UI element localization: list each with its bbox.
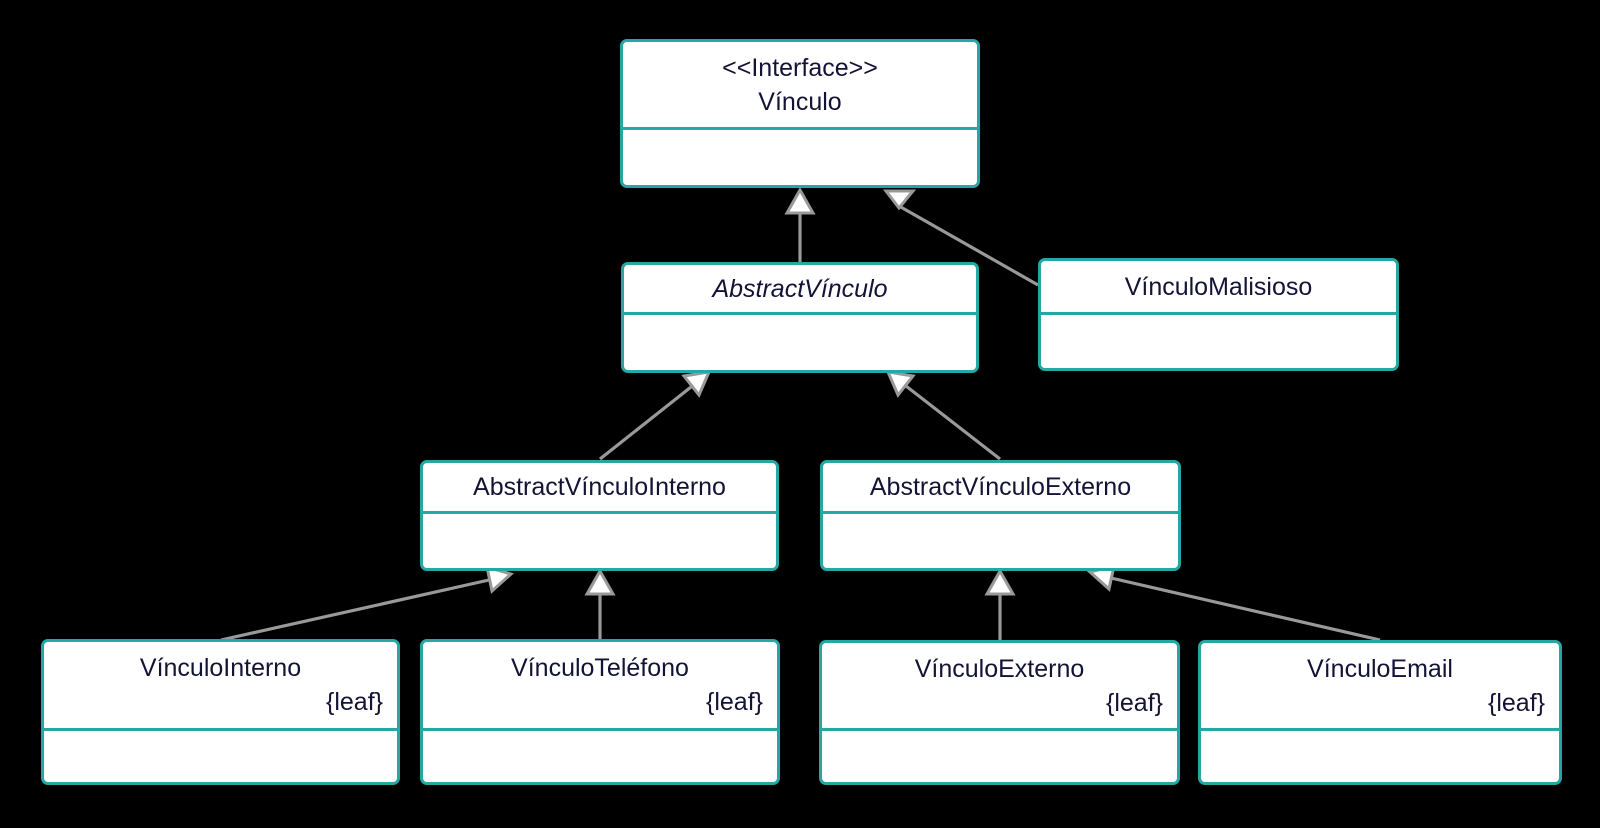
class-members-abstractvinculo [624, 315, 976, 370]
class-box-vinculointerno: VínculoInterno {leaf} [41, 639, 400, 785]
inheritance-arrowhead-abstractvinculo-right [885, 370, 916, 398]
class-box-vinculotelefono: VínculoTeléfono {leaf} [420, 639, 780, 785]
inheritance-arrowhead-vinculo-left [784, 186, 816, 215]
class-title-vinculomalisioso: VínculoMalisioso [1041, 261, 1396, 315]
class-title-abstractvinculointerno: AbstractVínculoInterno [423, 463, 776, 514]
leaf-constraint-label: {leaf} [1105, 688, 1163, 717]
class-name: VínculoExterno [914, 654, 1085, 683]
class-members-vinculoemail [1201, 731, 1559, 782]
class-title-vinculoexterno: VínculoExterno {leaf} [822, 643, 1177, 731]
class-name: VínculoEmail [1307, 654, 1453, 683]
class-members-vinculo [623, 130, 977, 185]
class-title-abstractvinculo: AbstractVínculo [624, 265, 976, 315]
edge-abstractvinculointerno-to-abstractvinculo [599, 385, 692, 461]
class-title-vinculotelefono: VínculoTeléfono {leaf} [423, 642, 777, 731]
class-title-abstractvinculoexterno: AbstractVínculoExterno [823, 463, 1178, 514]
class-title-vinculoemail: VínculoEmail {leaf} [1201, 643, 1559, 731]
class-name: AbstractVínculo [712, 274, 888, 303]
class-box-vinculoexterno: VínculoExterno {leaf} [819, 640, 1180, 785]
class-members-abstractvinculoexterno [823, 514, 1178, 568]
class-box-vinculo: <<Interface>> Vínculo [620, 39, 980, 188]
inheritance-arrowhead-vinculo-right [882, 189, 917, 211]
class-box-vinculomalisioso: VínculoMalisioso [1038, 258, 1399, 371]
inheritance-arrowhead-abstractvinculoexterno-mid [984, 567, 1016, 596]
edge-vinculointerno-to-abstractvinculointerno [220, 578, 490, 642]
class-name: VínculoMalisioso [1124, 272, 1313, 301]
class-members-vinculoexterno [822, 731, 1177, 782]
class-members-abstractvinculointerno [423, 514, 776, 568]
leaf-constraint-label: {leaf} [1487, 688, 1545, 717]
class-box-abstractvinculo: AbstractVínculo [621, 262, 979, 373]
class-box-vinculoemail: VínculoEmail {leaf} [1198, 640, 1562, 785]
class-box-abstractvinculoexterno: AbstractVínculoExterno [820, 460, 1181, 571]
class-name: VínculoTeléfono [511, 654, 689, 682]
class-members-vinculotelefono [423, 731, 777, 782]
stereotype-label: <<Interface>> [722, 53, 878, 82]
class-name: VínculoInterno [139, 654, 302, 682]
class-name: AbstractVínculoExterno [869, 473, 1132, 501]
edge-abstractvinculoexterno-to-abstractvinculo [905, 384, 1001, 461]
class-title-vinculo: <<Interface>> Vínculo [623, 42, 977, 130]
edge-vinculoemail-to-abstractvinculoexterno [1110, 576, 1381, 642]
leaf-constraint-label: {leaf} [325, 688, 383, 716]
class-box-abstractvinculointerno: AbstractVínculoInterno [420, 460, 779, 571]
leaf-constraint-label: {leaf} [705, 688, 763, 716]
class-members-vinculomalisioso [1041, 315, 1396, 368]
inheritance-arrowhead-abstractvinculo-left [681, 370, 712, 398]
class-members-vinculointerno [44, 731, 397, 782]
inheritance-arrowhead-abstractvinculointerno-mid [584, 567, 616, 596]
class-name: AbstractVínculoInterno [473, 473, 726, 501]
class-name: Vínculo [758, 87, 842, 116]
class-title-vinculointerno: VínculoInterno {leaf} [44, 642, 397, 731]
